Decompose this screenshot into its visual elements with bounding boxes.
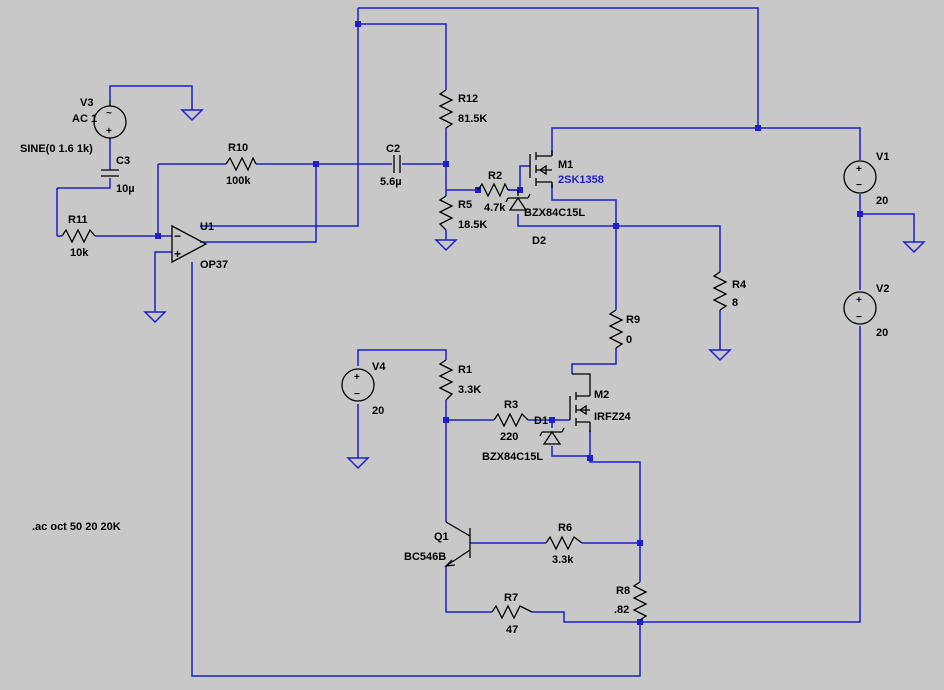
d2-ref: D2 — [532, 235, 546, 247]
r7-value: 47 — [506, 624, 518, 636]
v3-source[interactable]: ~ + V3 AC 1 SINE(0 1.6 1k) — [20, 97, 127, 155]
m2-value: IRFZ24 — [594, 411, 632, 423]
v1-value: 20 — [876, 195, 888, 207]
r8-value: .82 — [614, 604, 629, 616]
wires — [56, 7, 915, 677]
u1-value: OP37 — [200, 259, 228, 271]
r3-ref: R3 — [504, 399, 518, 411]
r2-resistor[interactable]: R2 4.7k — [477, 170, 509, 214]
d2-type: BZX84C15L — [524, 207, 585, 219]
svg-text:+: + — [856, 164, 862, 175]
r12-ref: R12 — [458, 93, 478, 105]
d1-type: BZX84C15L — [482, 451, 543, 463]
v4-value: 20 — [372, 405, 384, 417]
d1-zener[interactable]: D1 BZX84C15L — [482, 415, 565, 463]
q1-bjt[interactable]: Q1 BC546B — [404, 521, 471, 567]
r5-ref: R5 — [458, 199, 472, 211]
svg-text:−: − — [856, 180, 862, 191]
m2-ref: M2 — [594, 389, 609, 401]
d1-ref: D1 — [534, 415, 548, 427]
v2-value: 20 — [876, 327, 888, 339]
r3-resistor[interactable]: R3 220 — [493, 399, 529, 443]
r5-resistor[interactable]: R5 18.5K — [438, 190, 487, 231]
v4-source[interactable]: + − V4 20 — [341, 361, 386, 417]
d2-zener[interactable]: BZX84C15L D2 — [505, 190, 585, 247]
r10-value: 100k — [226, 175, 251, 187]
svg-text:+: + — [354, 372, 360, 383]
r10-ref: R10 — [228, 142, 248, 154]
r8-ref: R8 — [616, 585, 630, 597]
v1-source[interactable]: + − V1 20 — [843, 151, 889, 207]
ground-symbols — [143, 109, 926, 470]
v3-ref: V3 — [80, 97, 93, 109]
m1-ref: M1 — [558, 159, 573, 171]
c2-capacitor[interactable]: C2 5.6µ — [380, 143, 402, 188]
r11-ref: R11 — [68, 214, 88, 226]
v3-value: AC 1 — [72, 113, 97, 125]
svg-text:+: + — [856, 295, 862, 306]
c2-ref: C2 — [386, 143, 400, 155]
r1-ref: R1 — [458, 364, 472, 376]
svg-text:+: + — [106, 126, 112, 137]
r2-value: 4.7k — [484, 202, 506, 214]
svg-text:−: − — [856, 312, 862, 323]
m2-mosfet[interactable]: M2 IRFZ24 — [569, 373, 632, 432]
u1-opamp[interactable]: − + U1 OP37 — [171, 221, 228, 271]
r3-value: 220 — [500, 431, 518, 443]
svg-text:~: ~ — [106, 108, 112, 119]
r1-resistor[interactable]: R1 3.3K — [438, 359, 481, 401]
r2-ref: R2 — [488, 170, 502, 182]
r11-value: 10k — [70, 247, 89, 259]
r7-ref: R7 — [504, 592, 518, 604]
spice-directive[interactable]: .ac oct 50 20 20K — [32, 521, 121, 533]
junction-dots — [155, 21, 863, 625]
r11-resistor[interactable]: R11 10k — [61, 214, 96, 259]
r4-ref: R4 — [732, 279, 747, 291]
m1-value: 2SK1358 — [558, 174, 604, 186]
r4-resistor[interactable]: R4 8 — [712, 271, 747, 311]
c3-value: 10µ — [116, 183, 135, 195]
r8-resistor[interactable]: R8 .82 — [614, 581, 648, 621]
c2-value: 5.6µ — [380, 176, 402, 188]
r7-resistor[interactable]: R7 47 — [491, 592, 533, 636]
r12-resistor[interactable]: R12 81.5K — [438, 89, 487, 129]
r6-resistor[interactable]: R6 3.3k — [545, 522, 583, 566]
q1-value: BC546B — [404, 551, 446, 563]
svg-text:+: + — [174, 247, 181, 261]
svg-text:−: − — [354, 389, 360, 400]
r1-value: 3.3K — [458, 384, 481, 396]
c3-ref: C3 — [116, 155, 130, 167]
r12-value: 81.5K — [458, 113, 487, 125]
v4-ref: V4 — [372, 361, 386, 373]
u1-ref: U1 — [200, 221, 214, 233]
r5-value: 18.5K — [458, 219, 487, 231]
r4-value: 8 — [732, 297, 738, 309]
r6-ref: R6 — [558, 522, 572, 534]
q1-ref: Q1 — [434, 531, 449, 543]
v1-ref: V1 — [876, 151, 889, 163]
v2-ref: V2 — [876, 283, 889, 295]
r9-resistor[interactable]: R9 0 — [608, 309, 640, 349]
r10-resistor[interactable]: R10 100k — [225, 142, 257, 187]
m1-mosfet[interactable]: M1 2SK1358 — [529, 150, 604, 188]
svg-text:−: − — [174, 229, 181, 243]
c3-capacitor[interactable]: C3 10µ — [101, 155, 135, 195]
r9-value: 0 — [626, 334, 632, 346]
v2-source[interactable]: + − V2 20 — [843, 283, 889, 339]
r6-value: 3.3k — [552, 554, 574, 566]
r9-ref: R9 — [626, 314, 640, 326]
v3-extra: SINE(0 1.6 1k) — [20, 143, 93, 155]
